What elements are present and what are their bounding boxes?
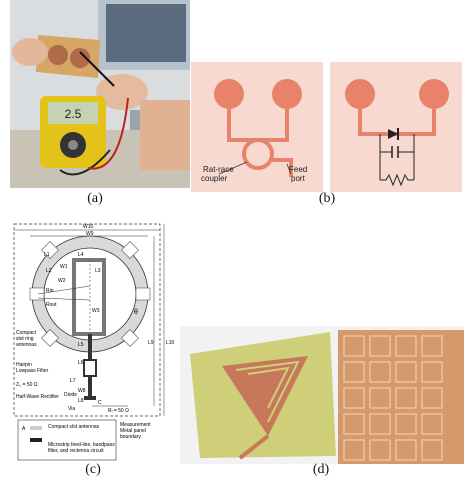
dim-rout: Rout — [46, 302, 57, 308]
label-via: Via — [68, 406, 75, 412]
resistor-symbol — [380, 173, 414, 187]
meter-reading: 2.5 — [65, 107, 82, 121]
dim-w9: W9 — [86, 231, 94, 237]
dim-l9: L9 — [148, 340, 154, 346]
dim-l8: L8 — [78, 398, 84, 404]
dim-l7: L7 — [70, 378, 76, 384]
dim-l5: L5 — [78, 342, 84, 348]
metasurface-cells — [343, 335, 443, 461]
label-rl: Rₗ = 50 Ω — [108, 408, 129, 414]
caption-d: (d) — [312, 462, 330, 477]
metasurface-array — [338, 330, 464, 464]
dim-w8: W8 — [78, 388, 86, 394]
panel-c-schematic: W10 W9 L1 L2 L3 L4 W1 W2 W3 Rin Rout θ L… — [8, 216, 178, 464]
label-diode: Diode — [64, 392, 77, 398]
dim-w10: W10 — [83, 224, 94, 230]
dim-w2: W2 — [58, 278, 66, 284]
metal-panel-boundary — [13, 223, 161, 417]
photo-measurement-setup: 2.5 — [10, 0, 190, 188]
dim-l2: L2 — [46, 268, 52, 274]
panel-a-photo: 2.5 — [10, 0, 190, 188]
rat-race-ring — [242, 138, 274, 170]
panel-d-photo — [180, 326, 464, 464]
label-zin: Z₀ = 50 Ω — [16, 382, 38, 388]
patch-left — [345, 79, 375, 109]
pcb-board — [36, 35, 100, 78]
caption-a: (a) — [87, 191, 103, 206]
dim-l3: L3 — [95, 268, 101, 274]
caption-c: (c) — [85, 462, 101, 477]
dim-w1: W1 — [60, 264, 68, 270]
dim-l6: L6 — [78, 360, 84, 366]
dim-l10: L10 — [166, 340, 175, 346]
hand-left — [12, 38, 48, 66]
patch-right — [272, 79, 302, 109]
legend-compact: Compact slot antennas — [48, 424, 100, 430]
diode-pad — [84, 396, 96, 400]
dim-l1: L1 — [44, 252, 50, 258]
copper-antenna — [222, 356, 308, 436]
dim-l4: L4 — [78, 252, 84, 258]
hand-right — [96, 74, 148, 110]
patch-right — [419, 79, 449, 109]
panel-b-right-layout — [330, 62, 462, 192]
caption-b: (b) — [318, 191, 336, 206]
label-c: C — [98, 400, 102, 406]
legend-a: A — [22, 426, 26, 432]
dim-rin: Rin — [46, 288, 54, 294]
label-half-wave: Half-Wave Rectifier — [16, 394, 59, 400]
dim-theta: θ — [134, 309, 138, 316]
patch-left — [214, 79, 244, 109]
dim-w3: W3 — [92, 308, 100, 314]
diode-symbol — [388, 129, 398, 139]
